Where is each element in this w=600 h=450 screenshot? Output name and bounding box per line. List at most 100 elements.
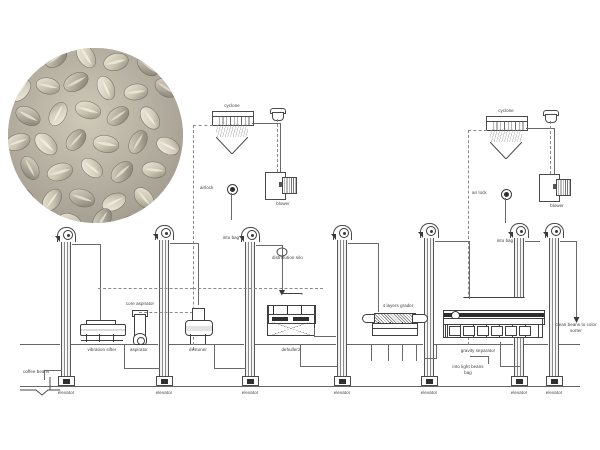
elevator-2-label: elevator bbox=[155, 390, 173, 395]
gravity-separator bbox=[443, 297, 545, 339]
grader-frame bbox=[372, 323, 418, 336]
distribution-silo-icon bbox=[276, 247, 288, 257]
cyclone-right-outlet-duct bbox=[526, 128, 554, 129]
coffee-beans-image bbox=[8, 48, 183, 223]
vent-right-cup bbox=[545, 114, 557, 123]
cyclone-left-flow bbox=[216, 124, 248, 137]
elevator-1-boot bbox=[58, 376, 75, 386]
elevator-7-boot bbox=[546, 376, 563, 386]
elevator-1-casing bbox=[60, 240, 71, 386]
dehuller-outlet-drop bbox=[314, 328, 315, 337]
grader-feed-pipe bbox=[378, 300, 379, 312]
cyclone-left-outlet-drop bbox=[280, 123, 281, 183]
vibration-sifter bbox=[80, 318, 126, 342]
gravity-separator-window-3 bbox=[477, 326, 489, 336]
floor-run-4-drop bbox=[300, 344, 301, 367]
gravity-separator-window-6 bbox=[519, 326, 531, 336]
elevator-7-spout bbox=[543, 232, 548, 238]
blower-right-label: blower bbox=[550, 203, 564, 208]
elevator-2-boot bbox=[156, 376, 173, 386]
elevator-6-pulley bbox=[516, 226, 526, 236]
chute-1-top bbox=[72, 244, 100, 245]
vibration-sifter-feed bbox=[100, 305, 101, 320]
chute-3-drop bbox=[282, 245, 283, 294]
gravity-separator-base bbox=[443, 337, 543, 338]
blower-left-label: blower bbox=[276, 201, 290, 206]
elevator-6-label: elevator bbox=[510, 390, 528, 395]
plant-boundary-left bbox=[98, 288, 193, 289]
chute-4-top bbox=[348, 243, 378, 244]
chute-4-drop bbox=[378, 243, 379, 300]
cyclone-left-cone-outline bbox=[216, 137, 248, 154]
gravity-separator-feed bbox=[469, 287, 470, 299]
elevator-3-label: elevator bbox=[241, 390, 259, 395]
gravity-separator-heavy-drop bbox=[500, 342, 501, 367]
elevator-4-pulley bbox=[339, 228, 349, 238]
destoner-legs bbox=[188, 334, 208, 344]
dehuller-left-frame bbox=[267, 305, 268, 336]
cyclone-right-flow bbox=[490, 129, 522, 142]
floor-run-3 bbox=[214, 368, 246, 369]
gravity-separator-window-1 bbox=[449, 326, 461, 336]
grader-bag-3 bbox=[396, 360, 408, 375]
chute-1-drop bbox=[100, 244, 101, 310]
dehuller-base bbox=[268, 335, 314, 336]
gravity-separator-light-outlet bbox=[470, 356, 488, 357]
four-layers-grader bbox=[362, 311, 428, 337]
grader-out-2 bbox=[388, 344, 389, 361]
elevator-3 bbox=[239, 227, 260, 386]
elevator-3-boot bbox=[242, 376, 259, 386]
aspirator bbox=[131, 310, 148, 345]
chute-5-top bbox=[435, 241, 469, 242]
vibration-sifter-base bbox=[81, 340, 123, 341]
elevator-7-label: elevator bbox=[545, 390, 563, 395]
grader-bag-2 bbox=[382, 360, 394, 375]
gravity-separator-window-5 bbox=[505, 326, 517, 336]
dehuller-right-frame bbox=[314, 305, 315, 336]
elevator-5-boot bbox=[421, 376, 438, 386]
elevator-1-label: elevator bbox=[57, 390, 75, 395]
cyclone-right-cone bbox=[490, 142, 522, 159]
chute-6-top bbox=[525, 241, 540, 242]
gravity-separator-light-drop bbox=[488, 356, 489, 364]
gravity-separator-window-2 bbox=[463, 326, 475, 336]
into-bag-left bbox=[225, 218, 237, 233]
gravity-separator-right-leg bbox=[542, 318, 543, 338]
into-bag-right-label: into bag bbox=[496, 238, 514, 243]
vent-right-stack bbox=[550, 121, 551, 174]
dehuller-discharge-chute bbox=[272, 322, 310, 335]
cyclone-left-suction-inlet bbox=[193, 125, 213, 126]
elevator-2-pulley bbox=[161, 228, 171, 238]
cyclone-left-cone bbox=[216, 137, 248, 154]
floor-run-1 bbox=[44, 370, 62, 371]
grader-bag-4 bbox=[410, 360, 422, 375]
cyclone-right-suction-inlet bbox=[468, 130, 487, 131]
plant-boundary-mid bbox=[193, 288, 323, 289]
airlock-left-downpipe bbox=[231, 193, 232, 220]
grader-label: 4 layers grader bbox=[382, 303, 414, 308]
elevator-5-casing bbox=[423, 236, 434, 386]
elevator-4 bbox=[331, 225, 352, 386]
gravity-separator-left-leg bbox=[443, 318, 444, 338]
elevator-1 bbox=[55, 227, 76, 386]
airlock-left-label: airlock bbox=[200, 185, 214, 190]
gravity-separator-label: gravity separator bbox=[460, 348, 496, 353]
floor-run-2 bbox=[124, 368, 160, 369]
chute-2-top bbox=[170, 243, 198, 244]
airlock-right-label: air lock bbox=[472, 190, 487, 195]
blower-right bbox=[539, 174, 571, 202]
distribution-silo-label: distribution silo bbox=[272, 255, 303, 260]
cyclone-right-label: cyclone bbox=[498, 108, 514, 113]
elevator-5-spout bbox=[418, 232, 423, 238]
elevator-1-pulley bbox=[63, 230, 73, 240]
dehuller-outlet-duct bbox=[314, 336, 336, 337]
elevator-4-label: elevator bbox=[333, 390, 351, 395]
cyclone-right-vanes bbox=[490, 122, 524, 130]
into-bag-left-label: into bag bbox=[222, 235, 240, 240]
elevator-3-spout bbox=[239, 236, 244, 242]
elevator-6-spout bbox=[508, 232, 513, 238]
airlock-left bbox=[227, 184, 238, 195]
elevator-4-boot bbox=[334, 376, 351, 386]
elevator-5-label: elevator bbox=[420, 390, 438, 395]
